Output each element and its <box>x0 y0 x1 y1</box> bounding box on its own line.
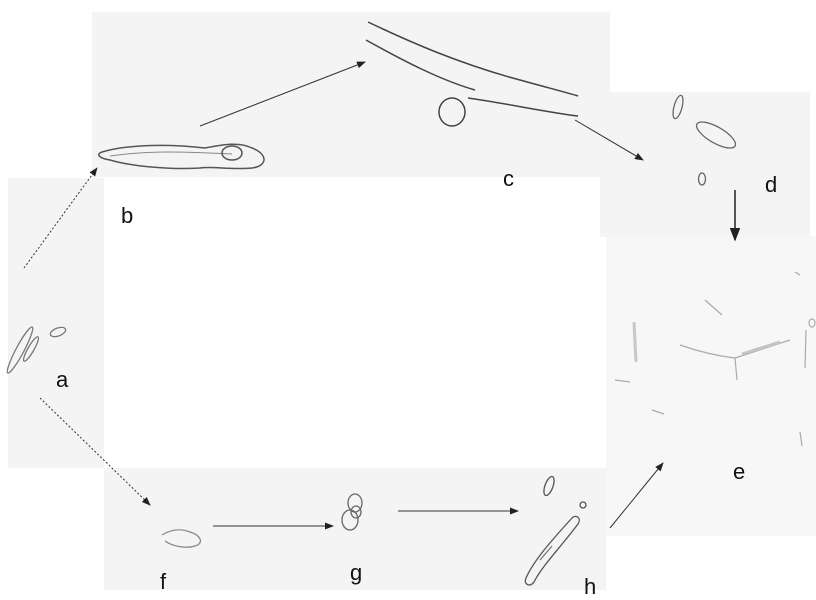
label-f: f <box>160 571 166 593</box>
arrow-h-to-e <box>610 463 663 528</box>
label-c: c <box>503 168 514 190</box>
filament-b-illustration <box>99 144 264 168</box>
cell-h-illustration <box>525 475 586 585</box>
arrow-b-to-c <box>200 62 365 126</box>
arrow-a-to-f <box>40 398 150 505</box>
label-h: h <box>584 576 596 598</box>
network-e-illustration <box>615 272 815 446</box>
spores-d-illustration <box>671 94 739 185</box>
cell-f-illustration <box>162 530 200 547</box>
label-b: b <box>121 205 133 227</box>
label-a: a <box>56 369 68 391</box>
label-g: g <box>350 562 362 584</box>
hypha-c-illustration <box>366 22 578 126</box>
arrow-a-to-b <box>24 168 97 268</box>
cell-g-illustration <box>342 494 362 530</box>
arrow-c-to-d <box>575 120 643 160</box>
label-d: d <box>765 174 777 196</box>
label-e: e <box>733 461 745 483</box>
